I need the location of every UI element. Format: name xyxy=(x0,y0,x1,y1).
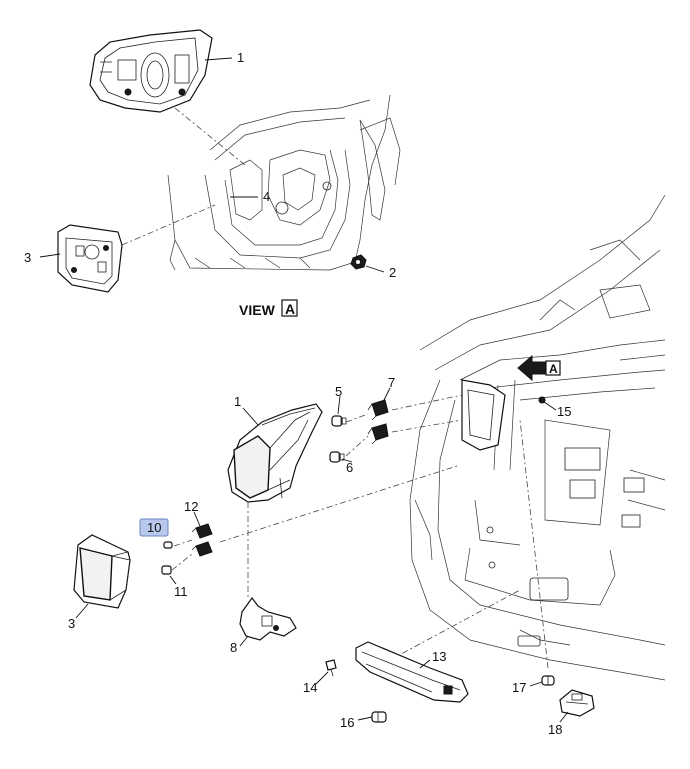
part-12-sockets xyxy=(191,523,213,557)
callout-7: 7 xyxy=(388,375,395,390)
callout-10[interactable]: 10 xyxy=(147,520,161,535)
arrow-letter: A xyxy=(549,362,558,376)
callout-3: 3 xyxy=(68,616,75,631)
view-label: VIEW xyxy=(239,302,276,318)
callout-12: 12 xyxy=(184,499,198,514)
callout-5: 5 xyxy=(335,384,342,399)
callout-1-top: 1 xyxy=(237,50,244,65)
callout-13: 13 xyxy=(432,649,446,664)
nut-fastener xyxy=(350,254,367,270)
callout-11: 11 xyxy=(174,584,188,599)
part-8-bracket xyxy=(239,596,297,641)
part-15-fastener xyxy=(538,396,557,411)
part-14-screw xyxy=(325,659,337,677)
callout-15: 15 xyxy=(557,404,571,419)
rear-body-panel-inset xyxy=(167,94,401,271)
part-5-bulb xyxy=(331,415,347,427)
callout-17: 17 xyxy=(512,680,526,695)
view-letter-box xyxy=(281,299,298,317)
callout-18: 18 xyxy=(548,722,562,737)
callout-4: 4 xyxy=(263,189,270,204)
callout-10-highlight xyxy=(139,518,169,537)
vehicle-rear-body xyxy=(409,194,666,681)
callout-16: 16 xyxy=(340,715,354,730)
part-13-license-bar xyxy=(355,641,469,703)
callout-1: 1 xyxy=(234,394,241,409)
callout-2: 2 xyxy=(389,265,396,280)
view-a-inset: 1 4 3 2 VIEW A xyxy=(24,29,401,318)
callout-6: 6 xyxy=(346,460,353,475)
callout-8: 8 xyxy=(230,640,237,655)
tail-lamp-assembly xyxy=(227,403,323,503)
part-10-bulb xyxy=(163,541,173,549)
part-17-bulb xyxy=(541,675,555,686)
part-18-license-lamp xyxy=(559,689,595,717)
part-16-bulb xyxy=(371,711,387,723)
callout-14: 14 xyxy=(303,680,317,695)
tail-lamp-housing-rear-view xyxy=(89,29,213,113)
part-11-bulb xyxy=(161,565,172,575)
inner-lamp-assembly xyxy=(73,534,131,609)
view-letter: A xyxy=(285,301,295,317)
part-6-bulb xyxy=(329,451,345,463)
inner-lamp-rear-view xyxy=(57,224,123,293)
part-7-sockets xyxy=(367,399,389,445)
callout-3-top: 3 xyxy=(24,250,31,265)
view-a-arrow: A xyxy=(517,354,561,382)
